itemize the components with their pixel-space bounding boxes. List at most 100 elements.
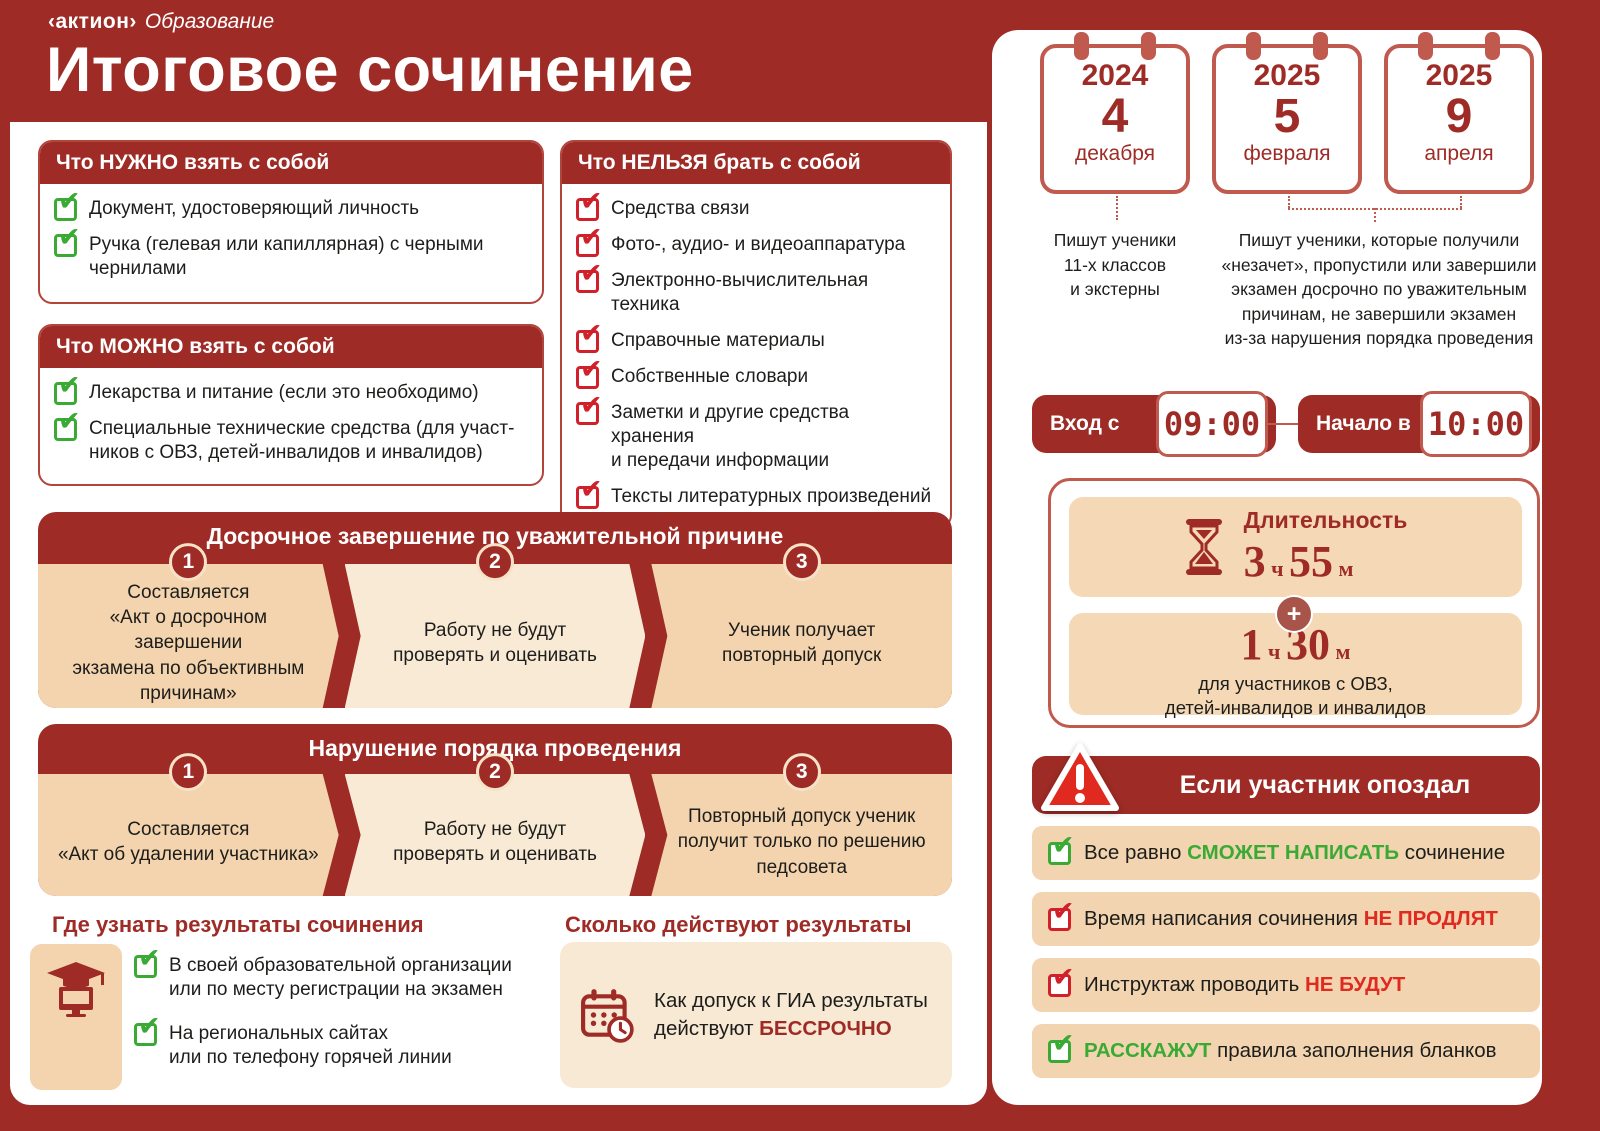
violation-steps: 1 Составляется «Акт об удалении участник…	[38, 753, 952, 896]
check-icon: ✔	[580, 353, 603, 385]
duration-extra-note: для участников с ОВЗ, детей-инвалидов и …	[1164, 673, 1427, 719]
calendar-month: февраля	[1243, 141, 1331, 165]
calendar-ring-icon	[1074, 32, 1089, 60]
check-icon: ✔	[58, 186, 81, 217]
late-rule-row: ✔ Инструктаж проводить НЕ БУДУТ	[1032, 958, 1540, 1012]
checkbox-red-icon: ✔	[576, 224, 603, 257]
list-item-label: Ручка (гелевая или капиллярная) с черным…	[89, 234, 484, 279]
list-item: ✔ Специальные технические средства (для …	[54, 408, 528, 465]
results-where-title: Где узнать результаты сочинения	[52, 912, 424, 937]
validity-box: Как допуск к ГИА результаты действуют БЕ…	[560, 942, 952, 1088]
step-shape	[38, 774, 339, 896]
card-cannot: Что НЕЛЬЗЯ брать с собой ✔ Средства связ…	[560, 140, 952, 529]
duration-panel: Длительность 3 ч 55 м + 1 ч 30 м для уча…	[1048, 478, 1540, 728]
checkbox-green-icon: ✔	[1048, 1030, 1075, 1063]
calendar-ring-icon	[1313, 32, 1328, 60]
check-icon: ✔	[58, 222, 81, 253]
duration-extra-time: 1 ч 30 м	[1069, 619, 1522, 670]
check-icon: ✔	[1052, 895, 1075, 927]
duration-main: Длительность 3 ч 55 м	[1244, 507, 1408, 587]
duration-minutes: 55	[1289, 537, 1334, 586]
brand-logo: ‹актион›Образование	[48, 10, 274, 34]
extra-minutes-unit: м	[1329, 639, 1351, 664]
checkbox-green-icon: ✔	[134, 1013, 161, 1046]
duration-label: Длительность	[1243, 507, 1408, 533]
hourglass-icon	[1185, 519, 1222, 575]
list-item-label: Справочные материалы	[611, 329, 825, 351]
calendar-day: 9	[1445, 90, 1473, 143]
step-shape	[345, 564, 646, 708]
graduation-box	[30, 944, 122, 1090]
list-item-label: Собственные словари	[611, 365, 809, 387]
check-icon: ✔	[580, 258, 603, 289]
check-icon: ✔	[580, 473, 603, 505]
calendar-april: 2025 9 апреля	[1384, 32, 1534, 194]
list-item-label: Тексты литературных произведений	[611, 485, 932, 507]
step-2: 2 Работу не будут проверять и оценивать	[345, 543, 646, 708]
calendar-month: декабря	[1074, 141, 1156, 165]
calendar-note-2: Пишут ученики, которые получили «незачет…	[1221, 230, 1537, 348]
checkbox-red-icon: ✔	[576, 260, 603, 293]
checkbox-red-icon: ✔	[1048, 964, 1075, 997]
late-rule-text: Все равно СМОЖЕТ НАПИСАТЬ сочинение	[1084, 841, 1506, 864]
late-rule-row: ✔ Время написания сочинения НЕ ПРОДЛЯТ	[1032, 892, 1540, 946]
step-number-badge: 2	[476, 543, 514, 582]
banner-early-completion: Досрочное завершение по уважительной при…	[38, 512, 952, 708]
check-icon: ✔	[580, 317, 603, 349]
check-icon: ✔	[580, 186, 603, 217]
list-item: ✔ Ручка (гелевая или капиллярная) с черн…	[54, 224, 528, 281]
checkbox-green-icon: ✔	[54, 408, 81, 441]
checkbox-red-icon: ✔	[576, 188, 603, 221]
check-icon: ✔	[138, 1011, 161, 1042]
calendar-december: 2024 4 декабря	[1040, 32, 1190, 194]
start-time-clock: 10:00	[1420, 391, 1532, 457]
calendar-connector	[1374, 208, 1376, 222]
check-icon: ✔	[580, 222, 603, 253]
card-need-title: Что НУЖНО взять с собой	[40, 142, 542, 184]
late-rule-row: ✔ Все равно СМОЖЕТ НАПИСАТЬ сочинение	[1032, 826, 1540, 880]
list-item-label: Заметки и другие средства хранения и пер…	[611, 401, 850, 471]
calendar-note-1: Пишут ученики 11-х классов и экстерны	[1053, 230, 1177, 299]
step-1: 1 Составляется «Акт о досрочном завершен…	[38, 543, 339, 708]
checkbox-green-icon: ✔	[54, 188, 81, 221]
list-item: ✔ Средства связи	[576, 188, 936, 221]
card-can-body: ✔ Лекарства и питание (если это необходи…	[40, 368, 542, 483]
step-shape	[651, 774, 952, 896]
list-item: ✔ Тексты литературных произведений	[576, 476, 936, 509]
list-item-label: Специальные технические средства (для уч…	[89, 418, 515, 463]
step-number-badge: 2	[476, 753, 514, 792]
duration-main-box: Длительность 3 ч 55 м	[1069, 497, 1522, 597]
calendar-year: 2025	[1253, 59, 1321, 92]
plus-icon: +	[1275, 595, 1313, 633]
list-item-label: Фото-, аудио- и видеоаппаратура	[611, 234, 906, 255]
calendar-ring-icon	[1141, 32, 1156, 60]
warning-icon	[1041, 743, 1119, 811]
checkbox-green-icon: ✔	[134, 945, 161, 978]
calendar-ring-icon	[1246, 32, 1261, 60]
calendar-day: 4	[1101, 90, 1129, 143]
calendar-year: 2024	[1081, 59, 1149, 92]
calendar-ring-icon	[1418, 32, 1433, 60]
entry-time-label: Вход с	[1050, 412, 1120, 435]
step-text: Работу не будут проверять и оценивать	[393, 818, 597, 865]
calendar-clock-icon	[581, 989, 634, 1043]
checkbox-red-icon: ✔	[576, 320, 603, 353]
duration-hours-unit: ч	[1265, 556, 1290, 581]
checkbox-red-icon: ✔	[1048, 898, 1075, 931]
list-item-label: В своей образовательной организации или …	[169, 955, 512, 1000]
duration-main-time: 3 ч 55 м	[1244, 536, 1408, 587]
checkbox-red-icon: ✔	[576, 356, 603, 389]
check-icon: ✔	[58, 406, 81, 437]
check-icon: ✔	[1052, 961, 1075, 993]
list-item: ✔ В своей образовательной организации ил…	[134, 945, 512, 1002]
card-cannot-body: ✔ Средства связи ✔ Фото-, аудио- и видео…	[562, 184, 950, 527]
check-icon: ✔	[58, 370, 81, 401]
card-can: Что МОЖНО взять с собой ✔ Лекарства и пи…	[38, 324, 544, 486]
check-icon: ✔	[1052, 829, 1075, 861]
duration-minutes-unit: м	[1333, 556, 1354, 581]
step-3: 3 Повторный допуск ученик получит только…	[651, 753, 952, 896]
list-item: ✔ Заметки и другие средства хранения и п…	[576, 392, 936, 473]
banner-violation: Нарушение порядка проведения 1 Составляе…	[38, 724, 952, 896]
late-banner-title: Если участник опоздал	[1179, 770, 1471, 799]
